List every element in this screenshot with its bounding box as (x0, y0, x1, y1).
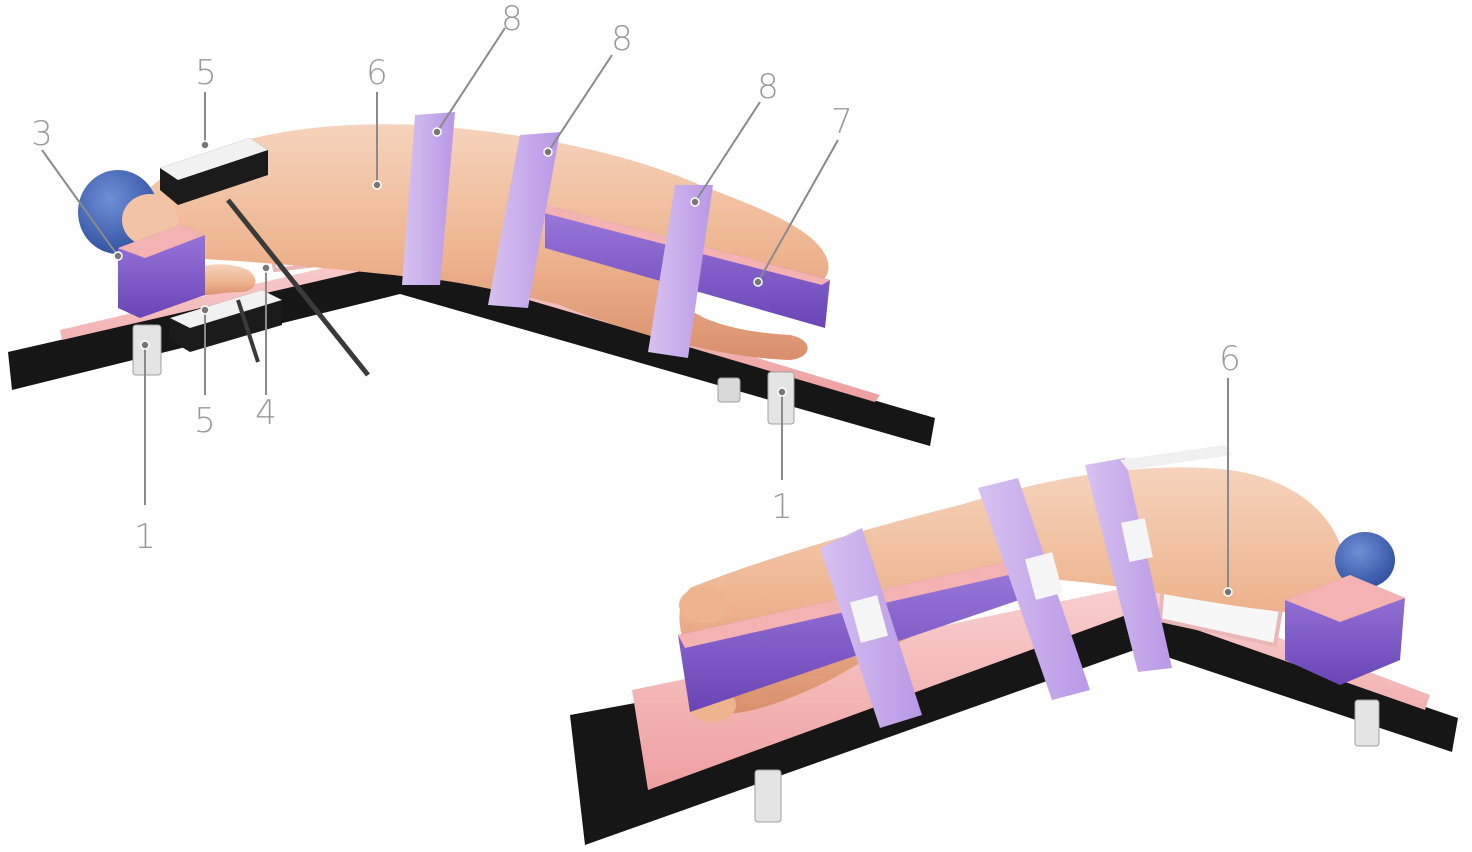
callout-4: 4 (255, 393, 277, 433)
callout-6: 6 (366, 53, 388, 93)
rail-clamp (755, 770, 781, 822)
callout-1: 1 (771, 487, 793, 527)
callout-3: 3 (31, 114, 53, 154)
callout-8: 8 (501, 0, 523, 39)
arm-rest (1120, 445, 1232, 470)
callout-5: 5 (195, 53, 217, 93)
rail-clamp (133, 325, 161, 375)
callout-7: 7 (831, 102, 853, 142)
callout-6: 6 (1219, 339, 1241, 379)
callout-8: 8 (757, 67, 779, 107)
rail-clamp (1355, 700, 1379, 746)
patient-foot (679, 587, 731, 623)
callout-5: 5 (194, 401, 216, 441)
rail-clamp (718, 378, 740, 402)
lateral-position-figure: 3 1 1 5 5 4 6 7 8 8 8 (8, 0, 935, 557)
callout-8: 8 (611, 19, 633, 59)
prone-view-figure: 6 (570, 339, 1458, 845)
callout-1: 1 (134, 517, 156, 557)
